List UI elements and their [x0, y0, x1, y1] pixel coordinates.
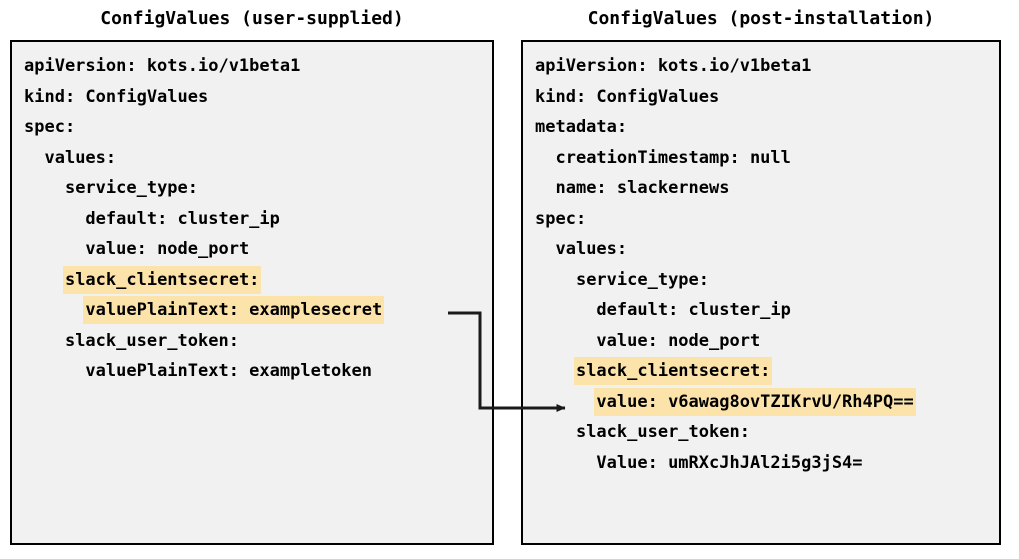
highlighted-code-text: value: v6awag8ovTZIKrvU/Rh4PQ== [596, 389, 914, 414]
code-indent [24, 176, 65, 200]
code-line: kind: ConfigValues [523, 82, 999, 113]
code-text: values: [555, 239, 628, 259]
code-line: creationTimestamp: null [523, 143, 999, 174]
code-text: valuePlainText: exampletoken [85, 361, 372, 381]
code-line: default: cluster_ip [12, 204, 492, 235]
code-indent [24, 237, 85, 261]
code-text: kind: ConfigValues [535, 86, 720, 107]
code-indent [535, 176, 555, 200]
code-text: values: [44, 147, 117, 168]
code-line: service_type: [523, 265, 999, 296]
code-line: value: node_port [523, 326, 999, 357]
code-line: values: [12, 143, 492, 174]
code-line: kind: ConfigValues [12, 82, 492, 113]
code-line: slack_user_token: [523, 417, 999, 448]
code-indent [24, 329, 65, 353]
code-indent [24, 359, 85, 383]
code-line: values: [523, 234, 999, 265]
config-box-post-installation: apiVersion: kots.io/v1beta1 kind: ConfigV… [521, 40, 1001, 545]
highlighted-code-text: valuePlainText: examplesecret [85, 298, 383, 322]
highlighted-code-text: slack_clientsecret: [64, 267, 260, 292]
code-block-post-installation: apiVersion: kots.io/v1beta1 kind: ConfigV… [523, 51, 999, 478]
code-line: spec: [523, 204, 999, 235]
code-text: slack_user_token: [64, 330, 239, 351]
code-indent [535, 237, 555, 261]
code-indent [535, 420, 576, 444]
code-line: spec: [12, 112, 492, 143]
code-indent [535, 146, 555, 170]
code-indent [535, 390, 596, 414]
code-text: value: node_port [85, 239, 250, 259]
panel-title-post-installation: ConfigValues (post-installation) [587, 8, 935, 29]
code-text: spec: [535, 208, 587, 229]
config-box-user-supplied: apiVersion: kots.io/v1beta1 kind: ConfigV… [10, 40, 494, 545]
code-line: apiVersion: kots.io/v1beta1 [523, 51, 999, 82]
code-indent [24, 146, 44, 170]
code-line: apiVersion: kots.io/v1beta1 [12, 51, 492, 82]
code-text: spec: [24, 117, 76, 137]
code-text: kind: ConfigValues [24, 86, 209, 107]
code-text: slack_user_token: [575, 422, 750, 442]
code-line: valuePlainText: exampletoken [12, 356, 492, 387]
code-text: value: node_port [596, 330, 761, 351]
code-text: metadata: [535, 117, 628, 137]
code-line: Value: umRXcJhJAl2i5g3jS4= [523, 448, 999, 479]
code-text: service_type: [64, 178, 199, 198]
code-indent [535, 451, 596, 475]
code-text: creationTimestamp: null [555, 147, 791, 168]
code-text: name: slackernews [555, 178, 730, 198]
code-line: metadata: [523, 112, 999, 143]
code-indent [535, 359, 576, 383]
code-text: apiVersion: kots.io/v1beta1 [24, 56, 301, 76]
code-text: apiVersion: kots.io/v1beta1 [535, 56, 812, 76]
code-line: slack_user_token: [12, 326, 492, 357]
code-text: default: cluster_ip [85, 208, 280, 229]
code-indent [535, 298, 596, 322]
code-line: service_type: [12, 173, 492, 204]
code-line: value: node_port [12, 234, 492, 265]
code-line: slack_clientsecret: [12, 265, 492, 296]
code-indent [535, 268, 576, 292]
code-indent [24, 268, 65, 292]
code-text: Value: umRXcJhJAl2i5g3jS4= [596, 452, 863, 473]
code-block-user-supplied: apiVersion: kots.io/v1beta1 kind: ConfigV… [12, 51, 492, 387]
code-line: name: slackernews [523, 173, 999, 204]
code-text: default: cluster_ip [596, 300, 791, 320]
code-indent [24, 207, 85, 231]
panel-title-user-supplied: ConfigValues (user-supplied) [100, 8, 404, 29]
code-line: valuePlainText: examplesecret [12, 295, 492, 326]
code-indent [24, 298, 85, 322]
highlighted-code-text: slack_clientsecret: [575, 359, 771, 383]
code-line: default: cluster_ip [523, 295, 999, 326]
code-indent [535, 329, 596, 353]
code-line: slack_clientsecret: [523, 356, 999, 387]
code-line: value: v6awag8ovTZIKrvU/Rh4PQ== [523, 387, 999, 418]
code-text: service_type: [575, 269, 710, 290]
